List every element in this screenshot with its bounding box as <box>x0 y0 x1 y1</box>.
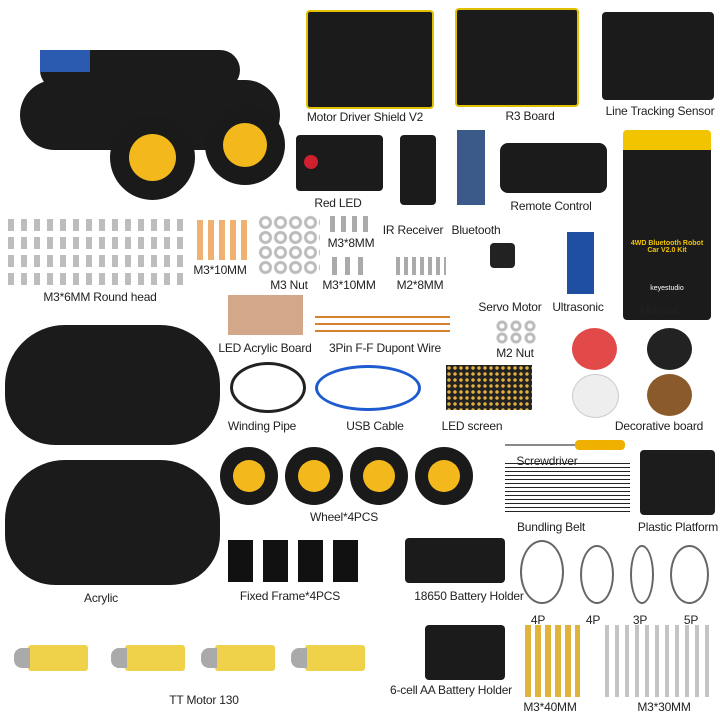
remote-control-image <box>500 143 607 193</box>
label-motor-driver: Motor Driver Shield V2 <box>306 110 424 124</box>
m3-6mm-screws-image <box>8 215 188 285</box>
label-plastic-platform: Plastic Platform <box>637 520 719 534</box>
robot-car-image <box>10 10 290 210</box>
label-bundling-belt: Bundling Belt <box>516 520 586 534</box>
label-aa-holder: 6-cell AA Battery Holder <box>390 683 512 697</box>
manual-image: 4WD Bluetooth Robot Car V2.0 Kit keyestu… <box>623 130 711 320</box>
ultrasonic-image <box>567 232 594 294</box>
label-dupont: 3Pin F-F Dupont Wire <box>328 341 442 355</box>
label-winding-pipe: Winding Pipe <box>227 419 297 433</box>
label-m3-30mm: M3*30MM <box>637 700 691 714</box>
decorative-board-image <box>567 328 715 418</box>
r3-board-image <box>455 8 579 107</box>
bluetooth-module-image <box>457 130 485 205</box>
label-led-acrylic: LED Acrylic Board <box>218 341 312 355</box>
label-m3-nut: M3 Nut <box>270 278 308 292</box>
label-m2-8mm: M2*8MM <box>396 278 444 292</box>
tt-motor-image <box>291 645 365 671</box>
usb-cable-image <box>315 365 421 411</box>
dupont-wire-image <box>315 312 450 332</box>
acrylic-plate-bottom-image <box>5 460 220 585</box>
label-servo: Servo Motor <box>478 300 542 314</box>
aa-battery-holder-image <box>425 625 505 680</box>
label-manual: Manual <box>639 303 679 317</box>
wheel-image <box>350 447 408 505</box>
acrylic-plate-top-image <box>5 325 220 445</box>
label-screwdriver: Screwdriver <box>516 454 578 468</box>
bundling-belt-image <box>505 462 630 512</box>
label-m3-10mm: M3*10MM <box>322 278 376 292</box>
servo-motor-image <box>490 243 515 268</box>
label-m3-10mm-copper: M3*10MM <box>193 263 247 277</box>
label-m3-8mm: M3*8MM <box>327 236 375 250</box>
copper-standoffs-image <box>197 220 247 260</box>
wheel-image <box>220 447 278 505</box>
label-decorative: Decorative board <box>614 419 704 433</box>
connector-wires-image <box>520 540 715 610</box>
label-tt-motor: TT Motor 130 <box>169 693 239 707</box>
label-wire-4p-a: 4P <box>530 613 546 627</box>
label-wire-3p: 3P <box>632 613 648 627</box>
18650-battery-holder-image <box>405 538 505 583</box>
label-line-tracking: Line Tracking Sensor <box>605 104 715 118</box>
tt-motor-image <box>201 645 275 671</box>
label-wire-4p-b: 4P <box>585 613 601 627</box>
m3-nuts-image <box>258 215 320 275</box>
label-remote: Remote Control <box>510 199 592 213</box>
led-screen-image <box>446 365 532 410</box>
label-wheel: Wheel*4PCS <box>309 510 379 524</box>
red-led-module-image <box>296 135 383 191</box>
label-bluetooth: Bluetooth <box>451 223 501 237</box>
label-usb-cable: USB Cable <box>346 419 404 433</box>
wheel-image <box>415 447 473 505</box>
motor-driver-shield-image <box>306 10 434 109</box>
wheel-image <box>285 447 343 505</box>
label-ultrasonic: Ultrasonic <box>552 300 604 314</box>
manual-brand: keyestudio <box>650 285 684 292</box>
label-m3-40mm: M3*40MM <box>523 700 577 714</box>
label-battery-18650: 18650 Battery Holder <box>414 589 524 603</box>
label-acrylic: Acrylic <box>84 591 118 605</box>
ir-receiver-image <box>400 135 436 205</box>
led-acrylic-board-image <box>228 295 303 335</box>
m3-10mm-screws-image <box>332 257 370 275</box>
label-m2-nut: M2 Nut <box>496 346 534 360</box>
tt-motor-image <box>14 645 88 671</box>
m2-nuts-image <box>495 320 537 344</box>
screwdriver-image <box>505 440 625 450</box>
tt-motor-image <box>111 645 185 671</box>
label-led-screen: LED screen <box>441 419 503 433</box>
winding-pipe-image <box>230 362 306 413</box>
label-red-led: Red LED <box>314 196 362 210</box>
m3-8mm-screws-image <box>330 216 372 232</box>
m3-30mm-screws-image <box>605 625 715 697</box>
label-fixed-frame: Fixed Frame*4PCS <box>239 589 341 603</box>
label-m3-6mm: M3*6MM Round head <box>43 290 157 304</box>
label-wire-5p: 5P <box>683 613 699 627</box>
line-tracking-sensor-image <box>602 12 714 100</box>
m2-8mm-screws-image <box>396 257 446 275</box>
fixed-frame-image <box>228 540 358 582</box>
label-r3-board: R3 Board <box>505 109 555 123</box>
manual-title: 4WD Bluetooth Robot Car V2.0 Kit <box>630 240 704 254</box>
label-ir-receiver: IR Receiver <box>382 223 444 237</box>
m3-40mm-studs-image <box>525 625 580 697</box>
plastic-platform-image <box>640 450 715 515</box>
